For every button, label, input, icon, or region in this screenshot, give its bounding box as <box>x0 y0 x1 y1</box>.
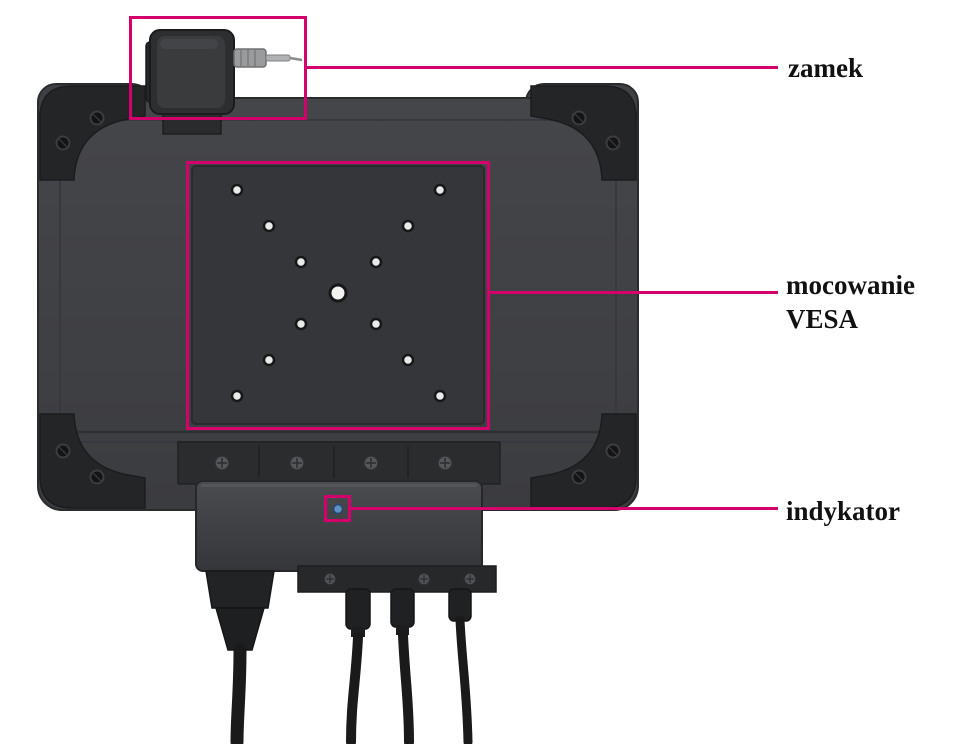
aux-plug <box>448 588 473 744</box>
power-plug-right <box>390 588 415 744</box>
clip-screws <box>55 110 621 485</box>
indicator-led <box>332 503 344 515</box>
lock-assembly <box>145 29 303 135</box>
cables <box>205 570 473 744</box>
label-vesa-mount: mocowanie VESA <box>786 270 915 334</box>
label-lock: zamek <box>788 53 863 83</box>
vesa-callout-box <box>186 161 490 430</box>
lock-callout-box <box>129 16 307 120</box>
indicator-callout-box <box>324 495 351 522</box>
vesa-callout-line <box>490 291 778 294</box>
bottom-plate <box>297 565 497 593</box>
vesa-holes <box>230 183 447 403</box>
corner-clips <box>39 85 637 509</box>
power-plug-left <box>345 588 371 744</box>
lock-callout-line <box>307 66 778 69</box>
key <box>233 48 303 68</box>
indicator-callout-line <box>351 507 778 510</box>
connector-strip <box>177 441 501 485</box>
vga-connector <box>205 570 275 744</box>
vesa-plate <box>191 165 485 425</box>
label-indicator: indykator <box>786 496 901 526</box>
